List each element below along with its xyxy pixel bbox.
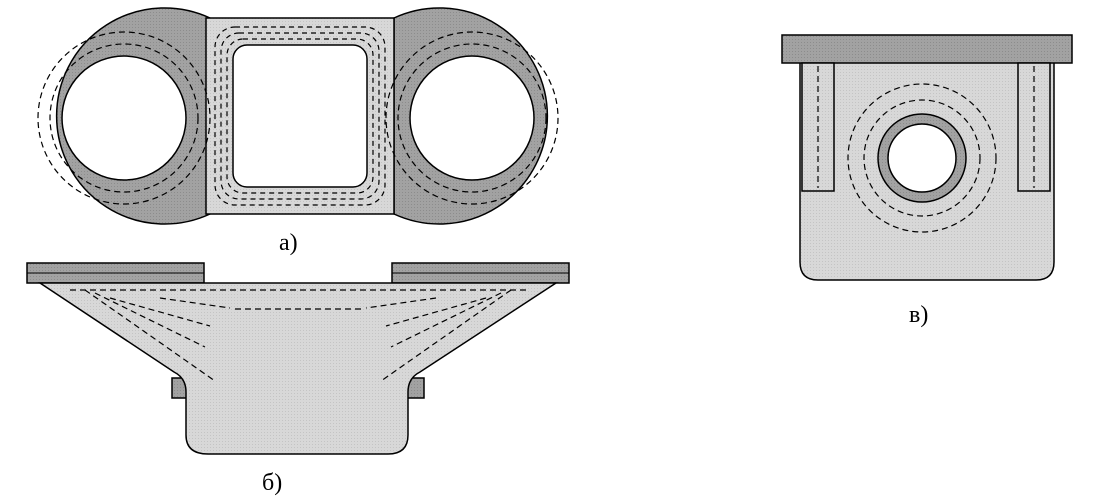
right-ring-winding-inner — [397, 43, 547, 193]
right-ring-hole — [409, 55, 535, 181]
square-winding-outer — [214, 26, 386, 206]
caption-view-b: б) — [262, 470, 283, 496]
ring-winding-outer — [847, 83, 997, 233]
funnel-body — [37, 282, 559, 455]
caption-view-a: а) — [279, 230, 298, 256]
right-ring-winding-outer — [385, 31, 559, 205]
top-cover-plate — [781, 34, 1073, 64]
square-winding-inner — [226, 38, 374, 194]
view-v-front-view — [781, 34, 1073, 281]
ring-winding-inner — [863, 99, 981, 217]
view-b-side-section — [26, 262, 570, 455]
funnel-winding-lines — [70, 289, 526, 382]
view-a-top-view — [37, 7, 559, 225]
square-winding-middle — [220, 32, 380, 200]
caption-view-v: в) — [909, 302, 929, 328]
center-square-hole — [232, 44, 368, 188]
left-ring-winding-outer — [37, 31, 211, 205]
ring-hole — [887, 123, 957, 193]
left-ring-winding-inner — [49, 43, 199, 193]
left-ring-hole — [61, 55, 187, 181]
